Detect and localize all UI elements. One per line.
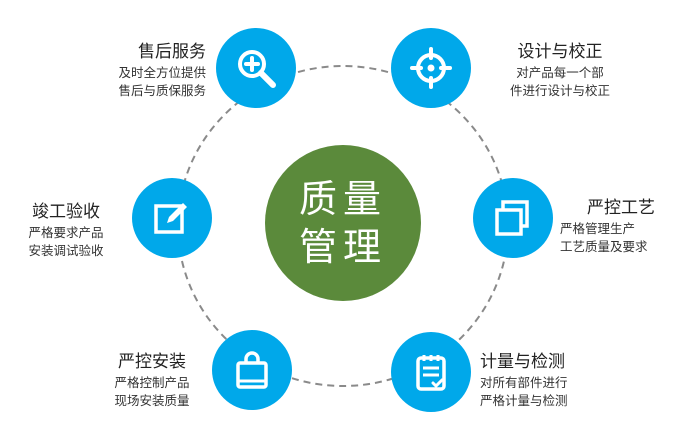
after-sales-desc2: 售后与质保服务 xyxy=(118,83,206,98)
process-node xyxy=(473,178,553,258)
acceptance-title: 竣工验收 xyxy=(32,202,100,222)
center-title-line1: 质量 xyxy=(298,177,387,221)
bag-icon xyxy=(236,351,268,389)
process-title: 严控工艺 xyxy=(587,198,655,218)
acceptance-node xyxy=(132,178,212,258)
after-sales-desc1: 及时全方位提供 xyxy=(118,65,206,80)
inspection-desc2: 严格计量与检测 xyxy=(480,393,568,408)
after-sales-node xyxy=(216,28,296,108)
center-title-line2: 管理 xyxy=(298,225,387,269)
search-plus-icon xyxy=(238,50,276,88)
installation-node xyxy=(212,330,292,410)
inspection-title: 计量与检测 xyxy=(480,352,565,372)
design-desc1: 对产品每一个部 xyxy=(516,65,604,80)
layers-icon xyxy=(495,200,529,236)
installation-desc1: 严格控制产品 xyxy=(114,375,190,390)
acceptance-desc1: 严格要求产品 xyxy=(28,225,104,240)
installation-title: 严控安装 xyxy=(118,352,186,372)
clipboard-check-icon xyxy=(416,355,446,391)
process-label: 严控工艺 严格管理生产 工艺质量及要求 xyxy=(560,196,682,256)
process-desc1: 严格管理生产 xyxy=(560,221,636,236)
installation-label: 严控安装 严格控制产品 现场安装质量 xyxy=(92,350,212,410)
acceptance-label: 竣工验收 严格要求产品 安装调试验收 xyxy=(6,200,126,260)
inspection-node xyxy=(391,332,471,412)
crosshair-icon xyxy=(410,47,452,89)
design-label: 设计与校正 对产品每一个部 件进行设计与校正 xyxy=(480,40,640,100)
center-circle: 质量 管理 xyxy=(265,145,421,301)
process-desc2: 工艺质量及要求 xyxy=(560,239,648,254)
edit-icon xyxy=(154,203,187,234)
inspection-desc1: 对所有部件进行 xyxy=(480,375,568,390)
after-sales-title: 售后服务 xyxy=(138,42,206,62)
acceptance-desc2: 安装调试验收 xyxy=(28,243,104,258)
inspection-label: 计量与检测 对所有部件进行 严格计量与检测 xyxy=(480,350,610,410)
installation-desc2: 现场安装质量 xyxy=(114,393,190,408)
after-sales-label: 售后服务 及时全方位提供 售后与质保服务 xyxy=(60,40,206,100)
design-node xyxy=(391,28,471,108)
design-title: 设计与校正 xyxy=(517,42,603,62)
design-desc2: 件进行设计与校正 xyxy=(509,83,610,98)
